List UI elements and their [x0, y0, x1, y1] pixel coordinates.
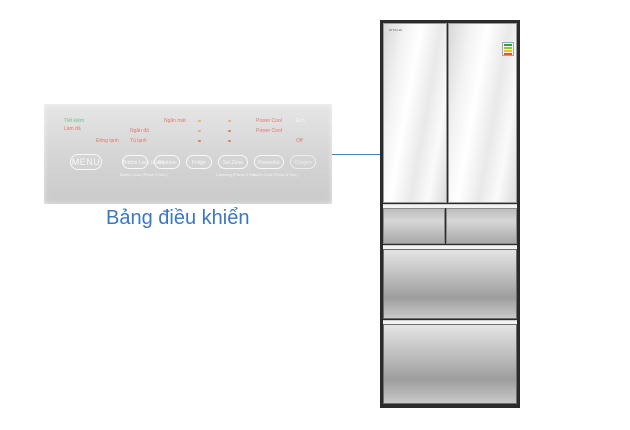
callout-connector: [332, 154, 389, 155]
button-lock-button[interactable]: Button Lock (Auto): [122, 155, 164, 169]
power-act-button[interactable]: PowerAct: [254, 155, 284, 169]
sel-zone-button[interactable]: Sel.Zone: [218, 155, 248, 169]
indicator-eco-mode: Eco: [296, 118, 305, 124]
left-switch-drawer[interactable]: [383, 208, 445, 244]
led-dot: [228, 140, 231, 142]
indicator-power-cool-a: Power Cool: [256, 118, 282, 124]
drawer-handle: [383, 245, 517, 249]
led-dot: [198, 120, 201, 122]
led-dot: [198, 130, 201, 132]
indicator-power-cool-b: Power Cool: [256, 128, 282, 134]
cleaning-sublabel: Cleaning (Press 3 Sec.): [216, 172, 259, 177]
energy-label: [502, 42, 514, 56]
led-dot: [228, 130, 231, 132]
led-dot: [228, 120, 231, 122]
control-panel-caption: Bảng điều khiển: [106, 207, 250, 229]
indicator-ice: Làm đá: [64, 126, 81, 132]
indicator-off: Off: [296, 138, 303, 144]
control-panel-closeup: Tiết kiệm Làm đá Đông lạnh Ngăn đá Tủ lạ…: [44, 104, 332, 204]
fridge-button[interactable]: Fridge: [186, 155, 212, 169]
drawer-handle: [383, 320, 517, 324]
freezer-drawer[interactable]: [383, 324, 517, 404]
led-dot: [198, 140, 201, 142]
indicator-fridge: Tủ lạnh: [130, 138, 147, 144]
indicator-freezer: Ngăn đá: [130, 128, 149, 134]
brand-logo: HITACHI: [389, 28, 403, 32]
left-door[interactable]: [383, 23, 447, 203]
vegetable-drawer[interactable]: [383, 249, 517, 319]
oxygen-button[interactable]: Oxygen: [290, 155, 316, 169]
indicator-freeze: Đông lạnh: [96, 138, 119, 144]
button-lock-sublabel: Button Lock (Press 3 Sec.): [120, 172, 168, 177]
refrigerator: HITACHI: [380, 20, 520, 410]
right-switch-drawer[interactable]: [446, 208, 517, 244]
touch-cool-sublabel: Touch Cool (Press 3 Sec.): [252, 172, 299, 177]
menu-button[interactable]: MENU: [70, 154, 102, 170]
indicator-eco: Tiết kiệm: [64, 118, 85, 124]
drawer-handle: [383, 204, 517, 208]
restore-button[interactable]: Restore: [154, 155, 180, 169]
indicator-cool-zone: Ngăn mát: [164, 118, 186, 124]
